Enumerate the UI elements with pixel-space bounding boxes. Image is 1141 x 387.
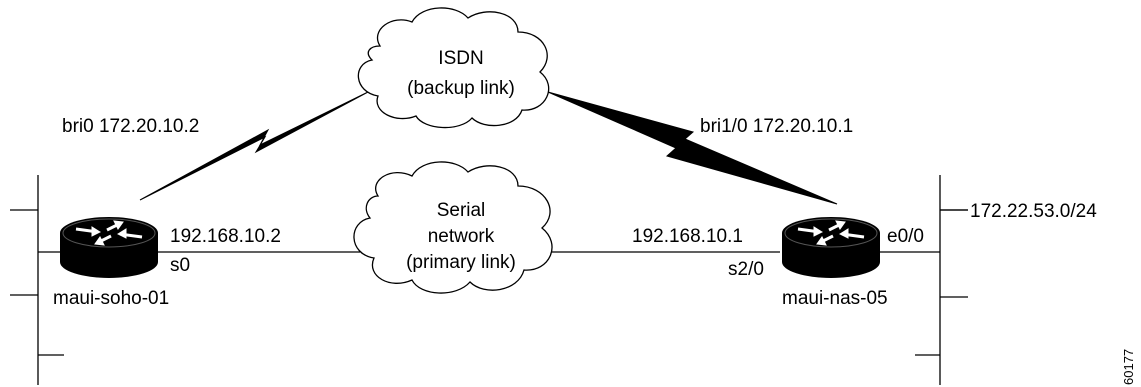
- left-bri-label: bri0 172.20.10.2: [62, 116, 199, 137]
- lan-subnet-label: 172.22.53.0/24: [970, 201, 1097, 222]
- serial-cloud-line2: network: [428, 226, 495, 247]
- right-bri-label: bri1/0 172.20.10.1: [700, 116, 853, 137]
- left-serial-interface: s0: [170, 255, 190, 276]
- isdn-cloud: ISDN (backup link): [357, 7, 550, 129]
- isdn-cloud-subtitle: (backup link): [407, 78, 515, 99]
- left-lan-segment: [10, 175, 64, 385]
- isdn-link-right: [547, 91, 838, 205]
- left-serial-ip: 192.168.10.2: [170, 226, 281, 247]
- serial-network-cloud: Serial network (primary link): [353, 161, 553, 294]
- right-router-icon: [782, 217, 880, 278]
- isdn-cloud-title: ISDN: [438, 48, 483, 69]
- isdn-link-left: [139, 91, 369, 201]
- right-ethernet-interface: e0/0: [887, 226, 924, 247]
- right-serial-interface: s2/0: [728, 259, 764, 280]
- serial-cloud-line1: Serial: [437, 200, 486, 221]
- left-router-icon: [60, 217, 158, 278]
- right-router-hostname: maui-nas-05: [782, 288, 888, 309]
- serial-cloud-line3: (primary link): [406, 252, 516, 273]
- figure-id: 60177: [1121, 349, 1136, 385]
- right-serial-ip: 192.168.10.1: [632, 226, 743, 247]
- right-lan-segment: [880, 175, 968, 385]
- left-router-hostname: maui-soho-01: [53, 288, 169, 309]
